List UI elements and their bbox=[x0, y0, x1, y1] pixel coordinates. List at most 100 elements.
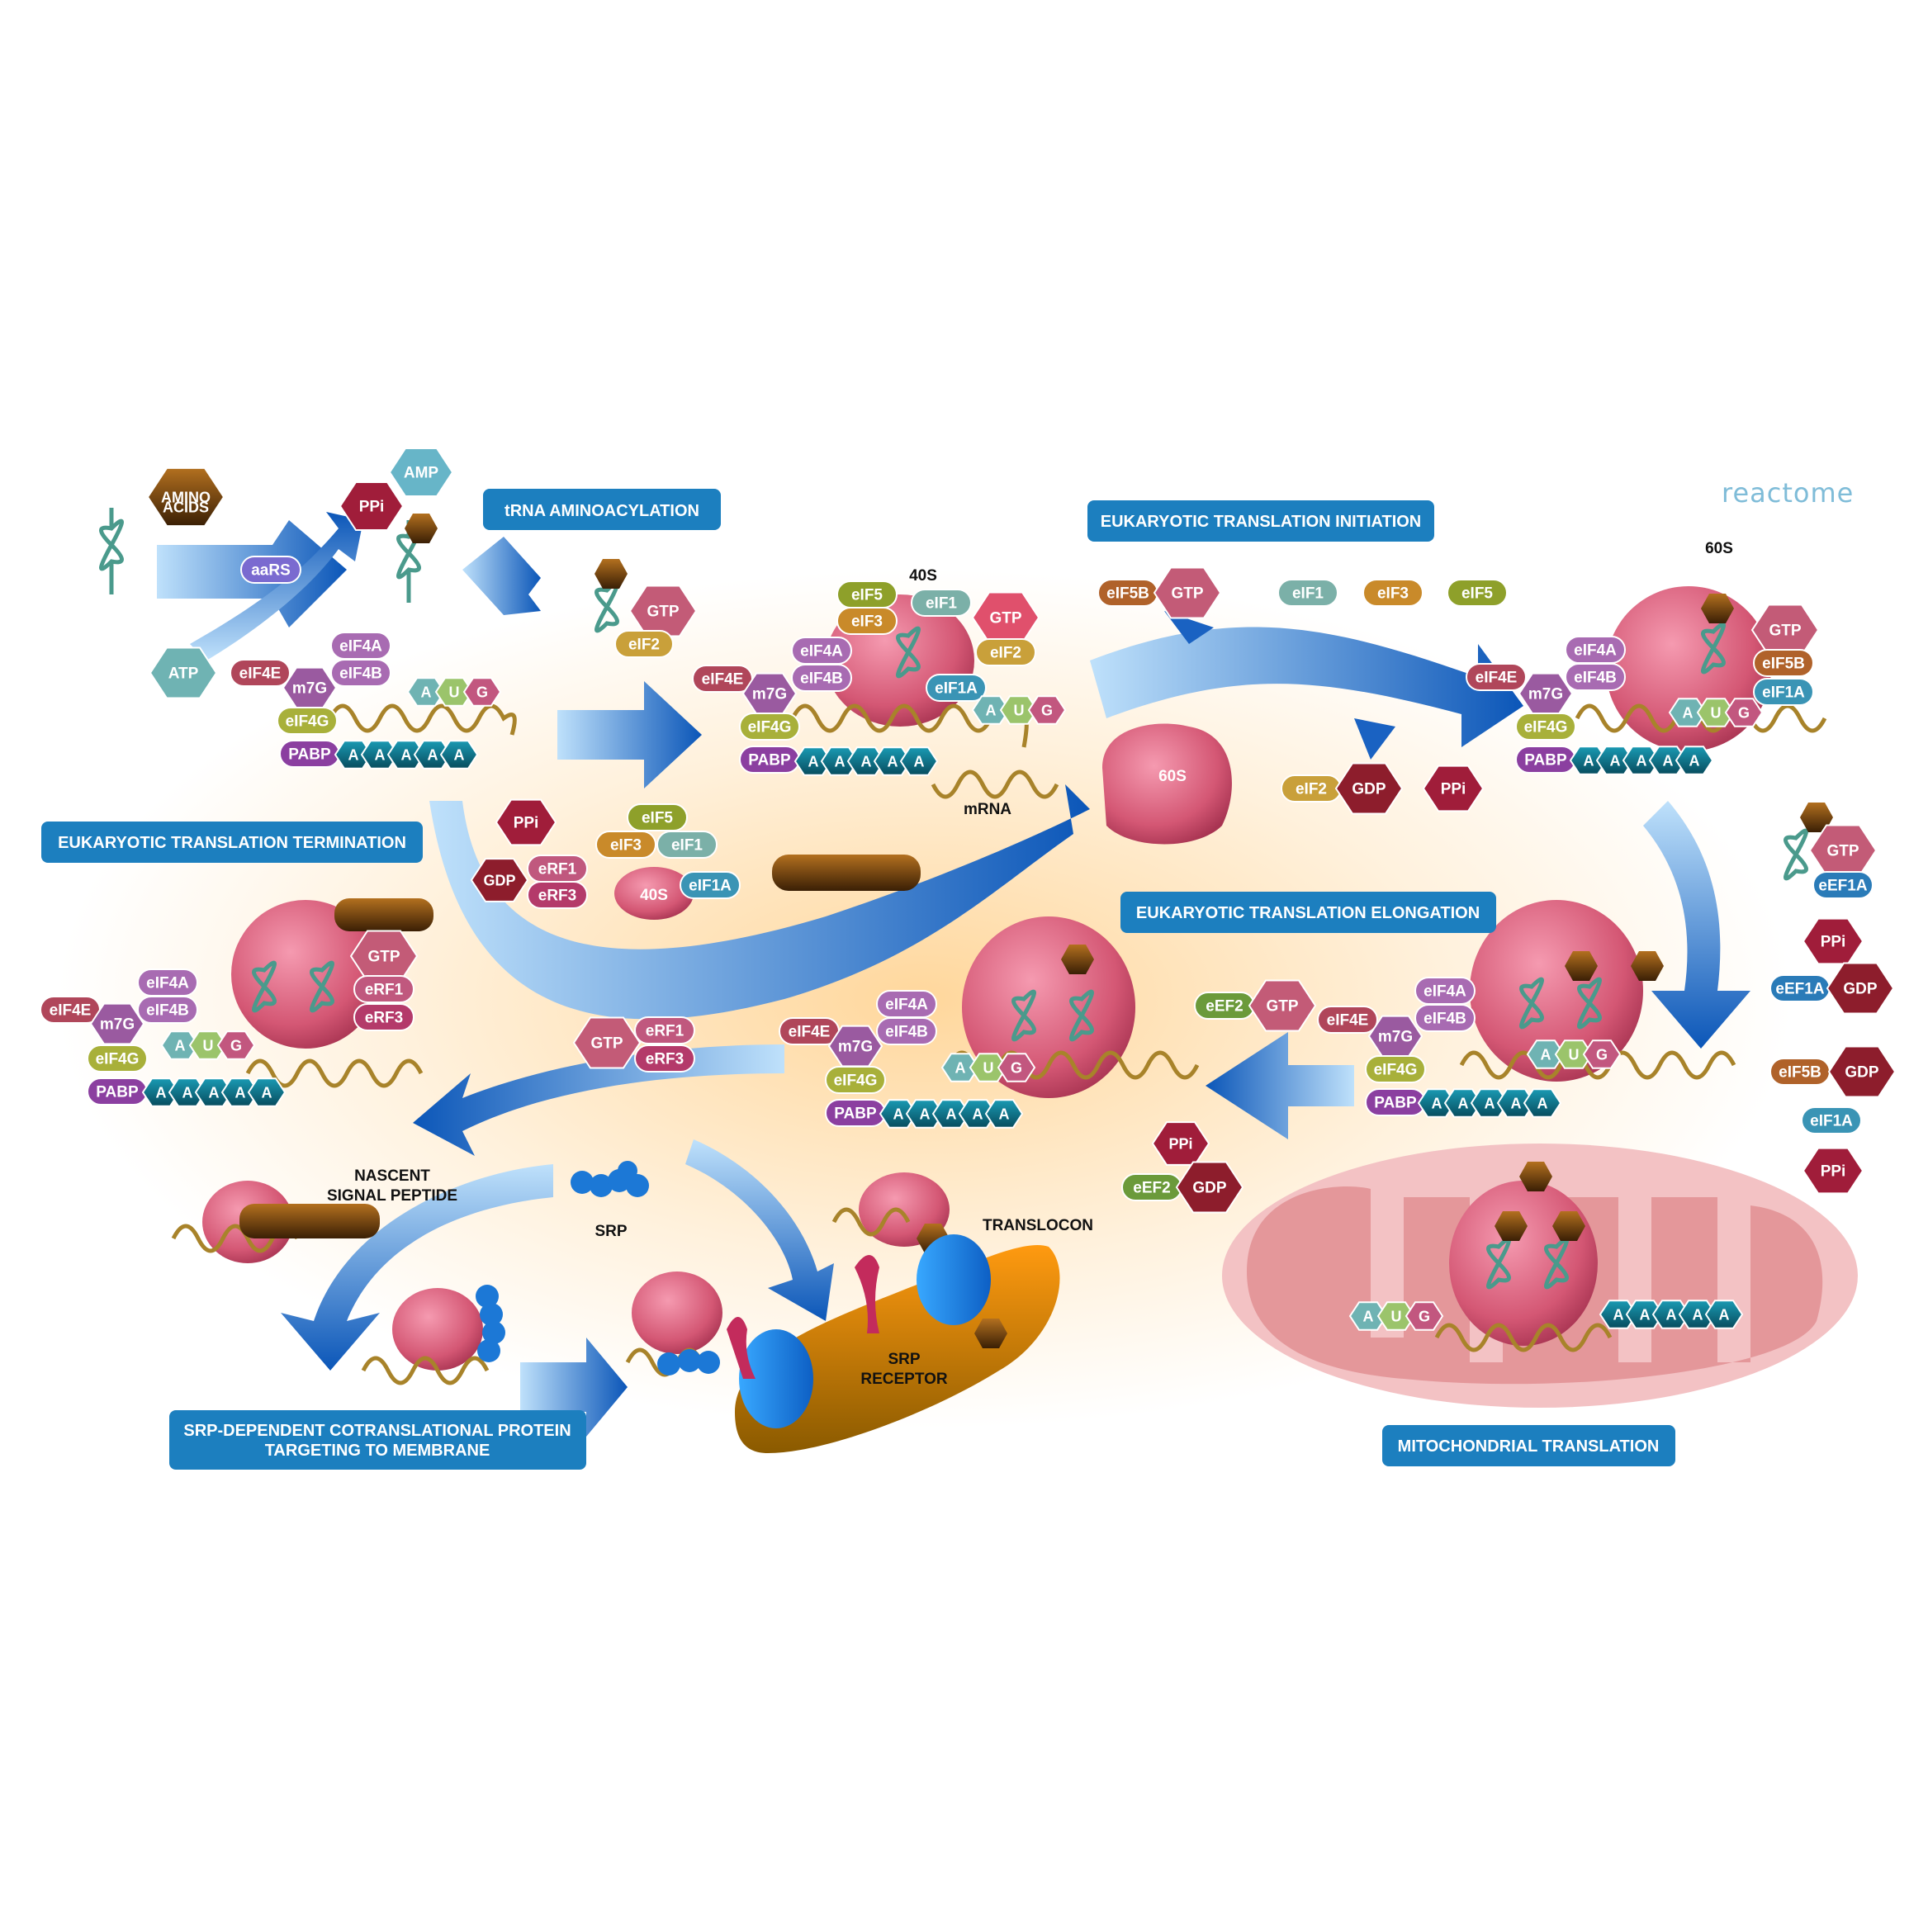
eif4a-2: eIF4A bbox=[800, 643, 843, 661]
ppi-eef2: PPi bbox=[1168, 1135, 1192, 1152]
label-nascent-1: NASCENT bbox=[354, 1167, 430, 1185]
m7g-6: m7G bbox=[1378, 1029, 1413, 1046]
eif4g-5: eIF4G bbox=[834, 1073, 878, 1090]
erf1-term: eRF1 bbox=[365, 982, 404, 999]
aa-hex-2 bbox=[595, 559, 628, 589]
eif4a-5: eIF4A bbox=[885, 997, 928, 1014]
polya-4-a0: A bbox=[156, 1084, 167, 1101]
gtp-tr: GTP bbox=[1769, 623, 1801, 640]
polya-2-a4: A bbox=[914, 753, 925, 769]
eif1a-init: eIF1A bbox=[935, 680, 978, 698]
section-mitochondrial: MITOCHONDRIAL TRANSLATION bbox=[1398, 1437, 1660, 1456]
polya-mito-a2: A bbox=[1666, 1306, 1677, 1323]
polya-6-a3: A bbox=[1511, 1095, 1522, 1111]
eef1a-gtp: eEF1A bbox=[1818, 878, 1867, 895]
polya-1-a2: A bbox=[401, 746, 412, 763]
polya-2-a3: A bbox=[888, 753, 898, 769]
eif5b-top: eIF5B bbox=[1106, 585, 1149, 603]
codon-2-0: A bbox=[986, 702, 997, 718]
codon-3-2: G bbox=[1738, 704, 1750, 721]
ppi-init: PPi bbox=[1441, 781, 1466, 798]
erf3-top: eRF3 bbox=[538, 888, 576, 905]
label-60s-free: 60S bbox=[1158, 768, 1187, 785]
codon-2-1: U bbox=[1014, 702, 1025, 718]
gdp-init: GDP bbox=[1352, 781, 1386, 798]
eif4b-1: eIF4B bbox=[339, 665, 382, 683]
eif4g-3: eIF4G bbox=[1524, 719, 1568, 736]
polya-5-a4: A bbox=[999, 1106, 1010, 1122]
atp: ATP bbox=[168, 665, 199, 683]
aa-hex-1 bbox=[405, 514, 438, 543]
codon-3-1: U bbox=[1711, 704, 1722, 721]
polya-3-a3: A bbox=[1663, 752, 1674, 769]
erf1-release: eRF1 bbox=[646, 1023, 685, 1040]
m7g-2: m7G bbox=[752, 686, 787, 703]
polya-5-a3: A bbox=[973, 1106, 983, 1122]
peptide-chain-released bbox=[772, 855, 921, 891]
eif4b-2: eIF4B bbox=[800, 670, 843, 688]
polya-mito-a0: A bbox=[1613, 1306, 1624, 1323]
eef2-gdp: eEF2 bbox=[1133, 1180, 1170, 1197]
aars: aaRS bbox=[251, 562, 291, 580]
polya-1-a1: A bbox=[375, 746, 386, 763]
polya-4-a4: A bbox=[262, 1084, 272, 1101]
label-mrna: mRNA bbox=[964, 801, 1011, 818]
polya-6-a1: A bbox=[1458, 1095, 1469, 1111]
section-box-srp-targeting[interactable] bbox=[169, 1410, 586, 1470]
gtp-top: GTP bbox=[1171, 585, 1203, 603]
eif5b-tr: eIF5B bbox=[1762, 656, 1805, 673]
polya-5-a0: A bbox=[893, 1106, 904, 1122]
label-translocon: TRANSLOCON bbox=[983, 1217, 1093, 1234]
pabp-1: PABP bbox=[288, 746, 331, 764]
gtp-release: GTP bbox=[590, 1035, 623, 1053]
polya-mito-a3: A bbox=[1693, 1306, 1703, 1323]
polya-3-a2: A bbox=[1637, 752, 1647, 769]
eif1-rel: eIF1 bbox=[671, 837, 703, 855]
polya-mito-a4: A bbox=[1719, 1306, 1730, 1323]
label-srp-receptor-1: SRP bbox=[888, 1351, 920, 1368]
peptide-chain-nascent bbox=[239, 1204, 380, 1238]
codon-2-2: G bbox=[1041, 702, 1053, 718]
polya-3-a1: A bbox=[1610, 752, 1621, 769]
codon-6-1: U bbox=[1569, 1046, 1580, 1063]
eif4e-5: eIF4E bbox=[789, 1024, 831, 1041]
codon-mito-1: U bbox=[1391, 1308, 1402, 1324]
eif4e-6: eIF4E bbox=[1327, 1012, 1369, 1030]
pabp-2: PABP bbox=[748, 752, 791, 769]
gtp-eef1a: GTP bbox=[1826, 843, 1859, 860]
erf3-release: eRF3 bbox=[646, 1051, 684, 1068]
polya-4-a2: A bbox=[209, 1084, 220, 1101]
codon-6-0: A bbox=[1541, 1046, 1551, 1063]
label-srp-receptor-2: RECEPTOR bbox=[860, 1371, 948, 1388]
codon-1-2: G bbox=[476, 684, 488, 700]
section-elongation: EUKARYOTIC TRANSLATION ELONGATION bbox=[1136, 904, 1480, 922]
codon-5-2: G bbox=[1011, 1059, 1022, 1076]
polya-1-a0: A bbox=[348, 746, 359, 763]
erf3-term: eRF3 bbox=[365, 1010, 403, 1027]
eif4a-6: eIF4A bbox=[1423, 983, 1466, 1001]
label-nascent-2: SIGNAL PEPTIDE bbox=[327, 1187, 457, 1205]
amino-acids-line2: ACIDS bbox=[163, 499, 209, 515]
eif1a-right: eIF1A bbox=[1810, 1113, 1853, 1130]
peptide-chain-termination bbox=[334, 898, 433, 931]
label-40s-free: 40S bbox=[640, 887, 668, 904]
pabp-4: PABP bbox=[96, 1084, 139, 1101]
trna-eef1a bbox=[1786, 831, 1807, 878]
eif4e-2: eIF4E bbox=[702, 671, 744, 689]
eif3-top: eIF3 bbox=[1377, 585, 1409, 603]
eif4g-2: eIF4G bbox=[748, 719, 792, 736]
codon-4-0: A bbox=[175, 1037, 186, 1054]
polya-5-a1: A bbox=[920, 1106, 931, 1122]
codon-3-0: A bbox=[1683, 704, 1694, 721]
eif4a-3: eIF4A bbox=[1574, 642, 1617, 660]
eif2-ternary: eIF2 bbox=[628, 637, 660, 654]
eif4e-1: eIF4E bbox=[239, 665, 282, 683]
eif2-init: eIF2 bbox=[990, 645, 1021, 662]
codon-1-0: A bbox=[421, 684, 432, 700]
eif3-rel: eIF3 bbox=[610, 837, 642, 855]
eef2-gtp: eEF2 bbox=[1206, 998, 1243, 1016]
m7g-1: m7G bbox=[292, 680, 327, 698]
eif4b-3: eIF4B bbox=[1574, 670, 1617, 687]
m7g-3: m7G bbox=[1528, 686, 1563, 703]
